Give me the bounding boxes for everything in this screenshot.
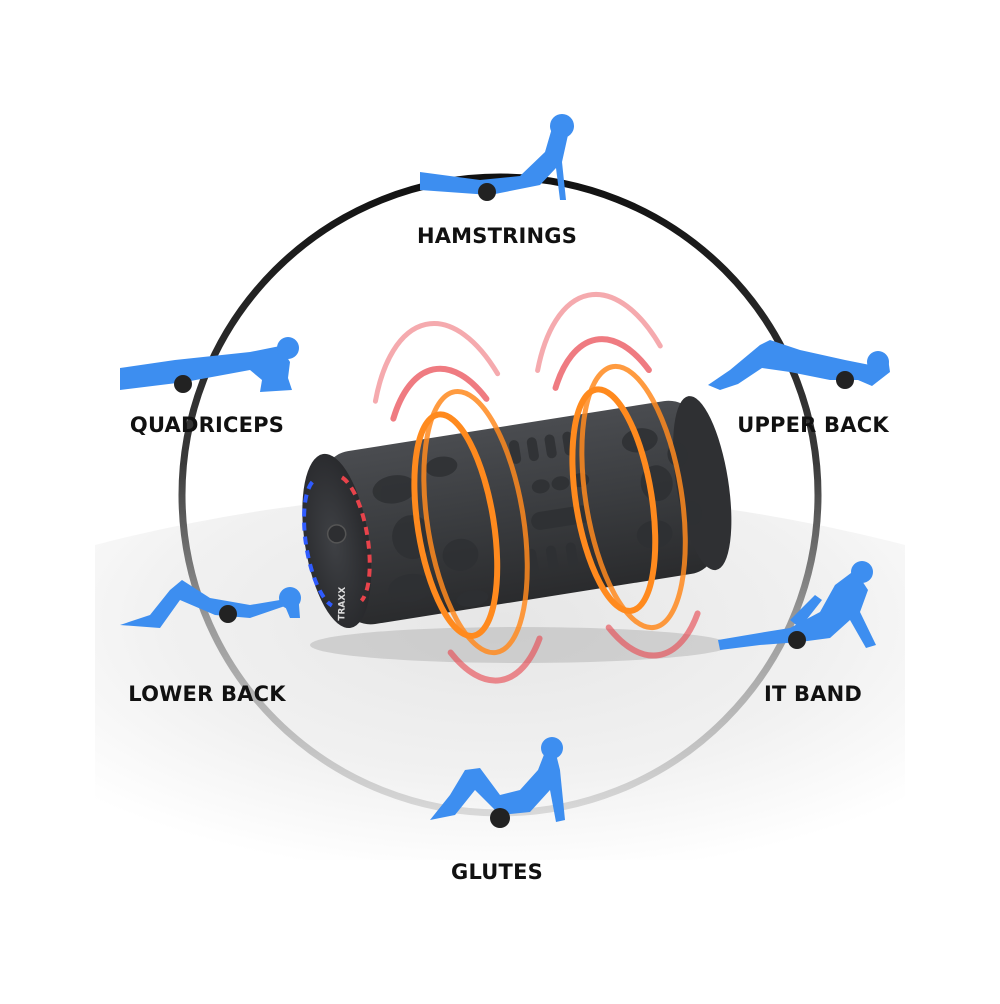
it-band-side-figure	[718, 561, 876, 650]
roller-mini-icon	[490, 808, 510, 828]
roller-right-end	[673, 396, 732, 571]
floor-backdrop	[95, 492, 905, 860]
label-glutes: GLUTES	[451, 860, 543, 884]
heat-waves-right	[535, 291, 701, 659]
label-hamstrings: HAMSTRINGS	[416, 224, 578, 248]
label-quadriceps: QUADRICEPS	[129, 413, 285, 437]
heat-waves-left	[372, 321, 543, 684]
hamstrings-stretch-figure	[420, 114, 574, 201]
quadriceps-plank-figure	[120, 337, 299, 393]
roller-mini-icon	[174, 375, 192, 393]
label-lower-back: LOWER BACK	[128, 682, 286, 706]
glutes-seated-figure	[430, 737, 565, 828]
roller-mini-icon	[478, 183, 496, 201]
led-indicators	[302, 475, 372, 608]
label-upper-back: UPPER BACK	[737, 413, 889, 437]
lower-back-bridge-figure	[120, 580, 301, 628]
roller-mini-icon	[219, 605, 237, 623]
roller-mini-icon	[836, 371, 854, 389]
upper-back-bridge-figure	[708, 340, 890, 390]
roller-shadow	[310, 627, 730, 663]
brand-mark: TRAXX	[337, 587, 348, 621]
roller-mini-icon	[788, 631, 806, 649]
label-it-band: IT BAND	[763, 682, 863, 706]
roller-body	[322, 400, 717, 625]
foam-roller: TRAXX	[302, 291, 732, 684]
